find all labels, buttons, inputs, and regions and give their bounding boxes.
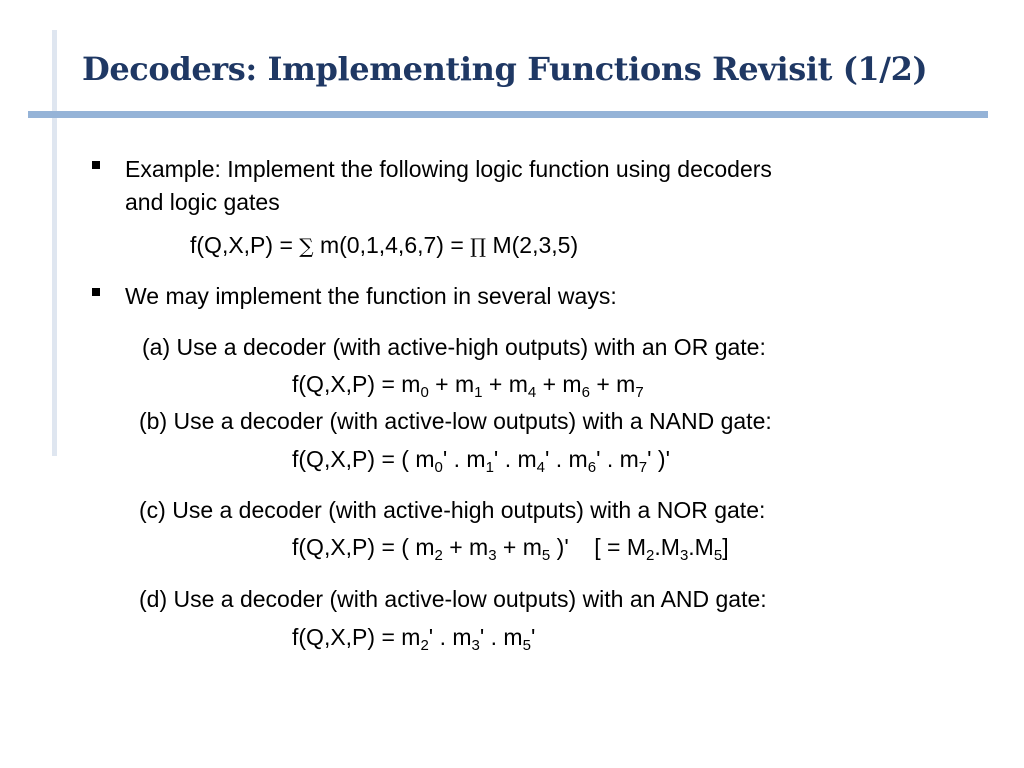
option-d-formula: f(Q,X,P) = m2' . m3' . m5' — [292, 623, 536, 654]
formula-subscript: 3 — [471, 637, 480, 654]
formula-text: ' )' — [647, 446, 670, 472]
formula-text: ] — [722, 534, 729, 560]
formula-subscript: 3 — [488, 547, 497, 564]
bullet-text-example-line2: and logic gates — [125, 189, 280, 215]
sum-symbol: ∑ — [299, 234, 314, 258]
formula-text: ' . m — [544, 446, 588, 472]
bullet-text-ways: We may implement the function in several… — [125, 283, 617, 309]
formula-subscript: 2 — [420, 637, 429, 654]
formula-text: + m — [482, 371, 528, 397]
formula-text: + m — [442, 534, 489, 560]
formula-subscript: 4 — [536, 459, 545, 476]
formula-subscript: 7 — [638, 459, 648, 476]
formula-text: ' . m — [479, 624, 523, 650]
function-definition: f(Q,X,P) = ∑ m(0,1,4,6,7) = ∏ M(2,3,5) — [190, 232, 579, 258]
formula-text: ' . m — [596, 446, 639, 472]
option-d-label: (d) Use a decoder (with active-low outpu… — [139, 586, 767, 612]
formula-text: ' — [530, 624, 536, 650]
bullet-square-icon — [92, 288, 100, 296]
option-a-formula: f(Q,X,P) = m0 + m1 + m4 + m6 + m7 — [292, 370, 644, 401]
formula-text: ' . m — [493, 446, 537, 472]
formula-subscript: 2 — [434, 547, 443, 564]
formula-text: ' . m — [442, 446, 486, 472]
formula-subscript: 2 — [646, 547, 655, 564]
left-decorative-rule — [52, 30, 57, 456]
formula-text: .M — [688, 534, 714, 560]
option-c-formula: f(Q,X,P) = ( m2 + m3 + m5 )' [ = M2.M3.M… — [292, 533, 729, 564]
slide-title: Decoders: Implementing Functions Revisit… — [82, 50, 928, 88]
title-underline-rule — [28, 111, 988, 118]
formula-text: + m — [536, 371, 582, 397]
formula-subscript: 4 — [527, 384, 537, 401]
formula-subscript: 5 — [713, 547, 723, 564]
formula-text: f(Q,X,P) = m — [292, 624, 421, 650]
formula-text: f(Q,X,P) = ( m — [292, 534, 435, 560]
formula-subscript: 0 — [420, 384, 429, 401]
formula-subscript: 7 — [635, 384, 644, 401]
formula-subscript: 0 — [434, 459, 443, 476]
option-c-label: (c) Use a decoder (with active-high outp… — [139, 497, 766, 523]
formula-subscript: 1 — [485, 459, 494, 476]
formula-subscript: 5 — [541, 547, 551, 564]
formula-text: )' [ = M — [550, 534, 647, 560]
formula-text: + m — [589, 371, 636, 397]
formula-subscript: 1 — [474, 384, 483, 401]
bullet-text-example-line1: Example: Implement the following logic f… — [125, 156, 772, 182]
formula-subscript: 5 — [522, 637, 531, 654]
product-symbol: ∏ — [470, 234, 487, 258]
bullet-square-icon — [92, 161, 100, 169]
formula-text: f(Q,X,P) = ( m — [292, 446, 435, 472]
formula-text: ' . m — [428, 624, 472, 650]
formula-subscript: 6 — [587, 459, 597, 476]
formula-subscript: 6 — [581, 384, 590, 401]
option-a-label: (a) Use a decoder (with active-high outp… — [142, 334, 766, 360]
option-b-formula: f(Q,X,P) = ( m0' . m1' . m4' . m6' . m7'… — [292, 445, 670, 476]
formula-text: + m — [496, 534, 542, 560]
option-b-label: (b) Use a decoder (with active-low outpu… — [139, 408, 772, 434]
formula-text: .M — [654, 534, 680, 560]
formula-text: + m — [428, 371, 475, 397]
formula-subscript: 3 — [679, 547, 689, 564]
formula-text: f(Q,X,P) = m — [292, 371, 421, 397]
